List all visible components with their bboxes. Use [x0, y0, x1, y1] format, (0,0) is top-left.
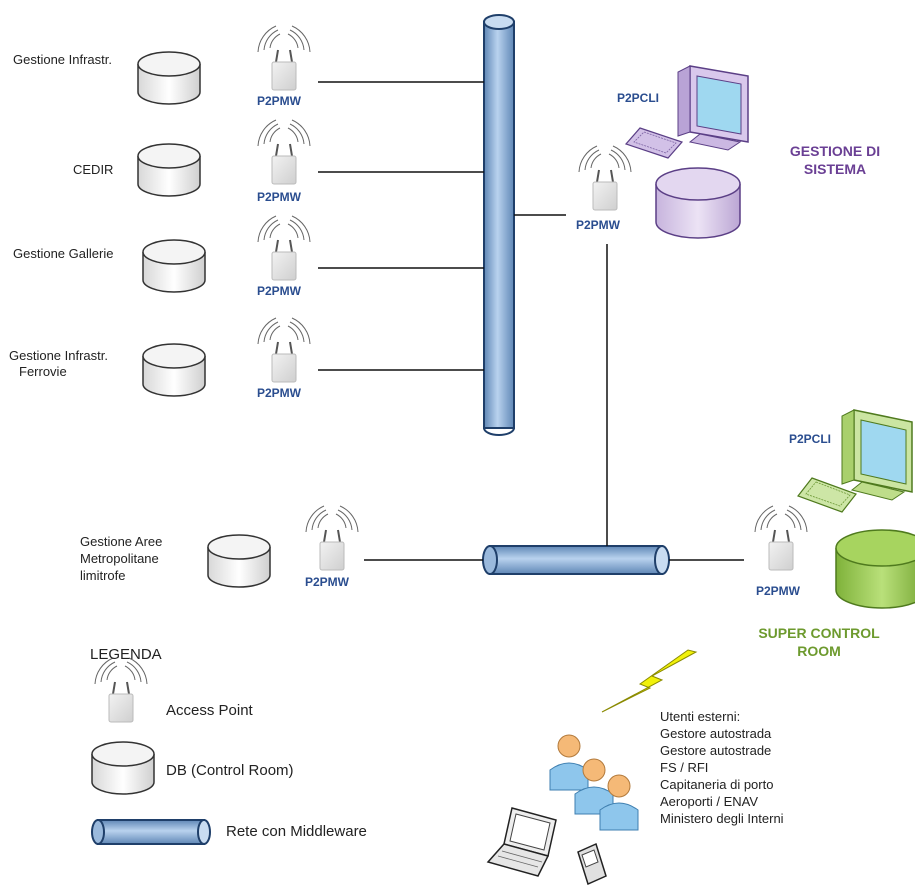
- label-infrastr-ferrovie-2: Ferrovie: [19, 364, 67, 379]
- gestione-sistema-line-2: SISTEMA: [803, 161, 867, 177]
- super-control-room-title: SUPER CONTROL ROOM: [726, 624, 912, 660]
- lightning-bolt-icon: [601, 649, 698, 713]
- connections: [318, 81, 744, 561]
- legend-db-icon: [91, 741, 155, 795]
- gestione-sistema-title: GESTIONE DI SISTEMA: [770, 142, 900, 178]
- db-aree: [207, 534, 271, 588]
- laptop-icon: [486, 807, 557, 877]
- ap-label: P2PMW: [257, 386, 302, 400]
- client-label: P2PCLI: [617, 91, 660, 105]
- db-infrastr: [137, 51, 201, 105]
- vertical-middleware-pipe: [483, 14, 515, 436]
- ap-label: P2PMW: [305, 575, 350, 589]
- green-database-icon: [835, 529, 915, 609]
- access-point-icon: [257, 25, 311, 91]
- external-users-list: Utenti esterni: Gestore autostrada Gesto…: [660, 708, 784, 827]
- purple-workstation-icon: [624, 65, 749, 159]
- ap-label: P2PMW: [257, 94, 302, 108]
- external-user-item: Capitaneria di porto: [660, 777, 774, 792]
- label-gestione-infrastr: Gestione Infrastr.: [13, 52, 112, 67]
- db-gallerie: [142, 239, 206, 293]
- external-user-item: Aeroporti / ENAV: [660, 794, 759, 809]
- phone-icon: [577, 842, 607, 885]
- legend-db-label: DB (Control Room): [166, 762, 294, 779]
- legend-middleware-label: Rete con Middleware: [226, 823, 367, 840]
- ap-label: P2PMW: [257, 190, 302, 204]
- label-aree-2: Metropolitane: [80, 551, 159, 566]
- ap-label: P2PMW: [576, 218, 621, 232]
- access-point-icon: [257, 215, 311, 281]
- db-ferrovie: [142, 343, 206, 397]
- external-users-heading: Utenti esterni:: [660, 709, 741, 724]
- label-cedir: CEDIR: [73, 162, 114, 177]
- legend-title: LEGENDA: [90, 646, 162, 663]
- db-cedir: [137, 143, 201, 197]
- label-aree-1: Gestione Aree: [80, 534, 163, 549]
- label-gestione-gallerie: Gestione Gallerie: [13, 246, 114, 261]
- green-workstation-icon: [797, 409, 913, 513]
- label-aree-3: limitrofe: [80, 568, 126, 583]
- access-point-icon: [754, 505, 808, 571]
- super-control-room-line-1: SUPER CONTROL: [758, 625, 880, 641]
- super-control-room-line-2: ROOM: [797, 643, 841, 659]
- external-user-item: Ministero degli Interni: [660, 811, 784, 826]
- legend-pipe-icon: [91, 819, 211, 845]
- external-user-item: FS / RFI: [660, 760, 709, 775]
- users-group-icon: [549, 734, 639, 831]
- horizontal-middleware-pipe: [482, 545, 670, 575]
- access-point-icon: [257, 119, 311, 185]
- access-point-icon: [257, 317, 311, 383]
- external-user-item: Gestore autostrade: [660, 743, 772, 758]
- legend-access-point-icon: [94, 657, 148, 723]
- label-infrastr-ferrovie-1: Gestione Infrastr.: [9, 348, 108, 363]
- ap-label: P2PMW: [756, 584, 801, 598]
- client-label: P2PCLI: [789, 432, 832, 446]
- external-user-item: Gestore autostrada: [660, 726, 772, 741]
- purple-database-icon: [655, 167, 741, 239]
- ap-label: P2PMW: [257, 284, 302, 298]
- gestione-sistema-line-1: GESTIONE DI: [789, 143, 881, 159]
- access-point-icon: [305, 505, 359, 571]
- access-point-icon: [578, 145, 632, 211]
- legend-access-point-label: Access Point: [166, 702, 253, 719]
